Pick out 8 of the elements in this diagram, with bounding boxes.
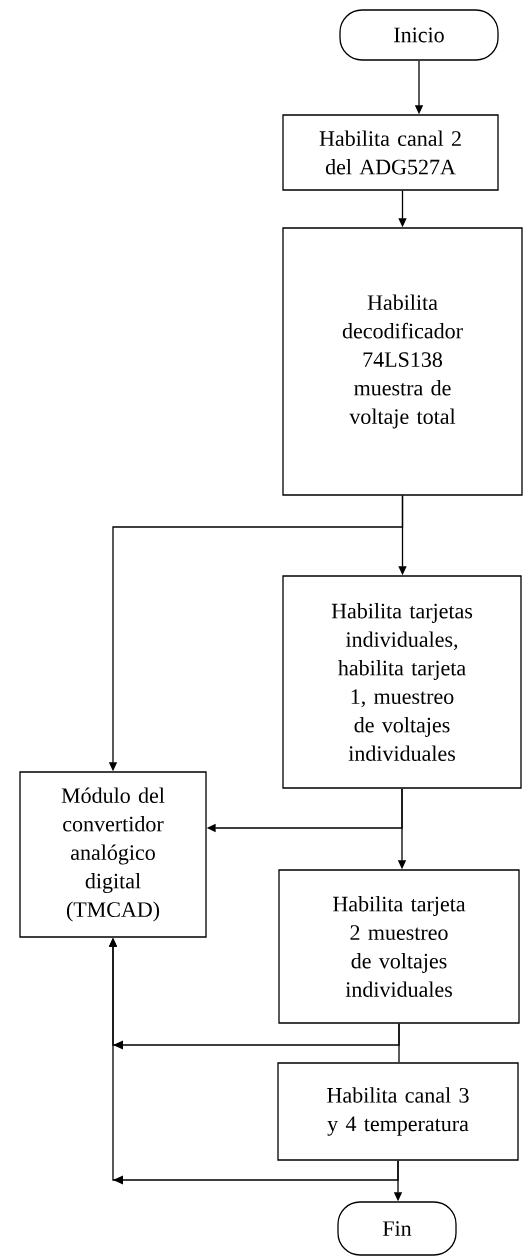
process-box: Habilita tarjetas individuales, habilita tarjeta 1, muestreo de voltajes individuales bbox=[282, 575, 522, 789]
process-box: Habilita canal 2 del ADG527A bbox=[282, 114, 499, 191]
terminal-box: Inicio bbox=[339, 9, 499, 61]
process-box: Habilita canal 3 y 4 temperatura bbox=[277, 1062, 519, 1161]
process-box: Habilita decodificador 74LS138 muestra de voltaje total bbox=[282, 227, 523, 496]
process-box: Módulo del convertidor analógico digital (TMCAD) bbox=[19, 771, 207, 938]
terminal-box: Fin bbox=[337, 1201, 457, 1256]
process-box: Habilita tarjeta 2 muestreo de voltajes individuales bbox=[278, 869, 520, 1024]
